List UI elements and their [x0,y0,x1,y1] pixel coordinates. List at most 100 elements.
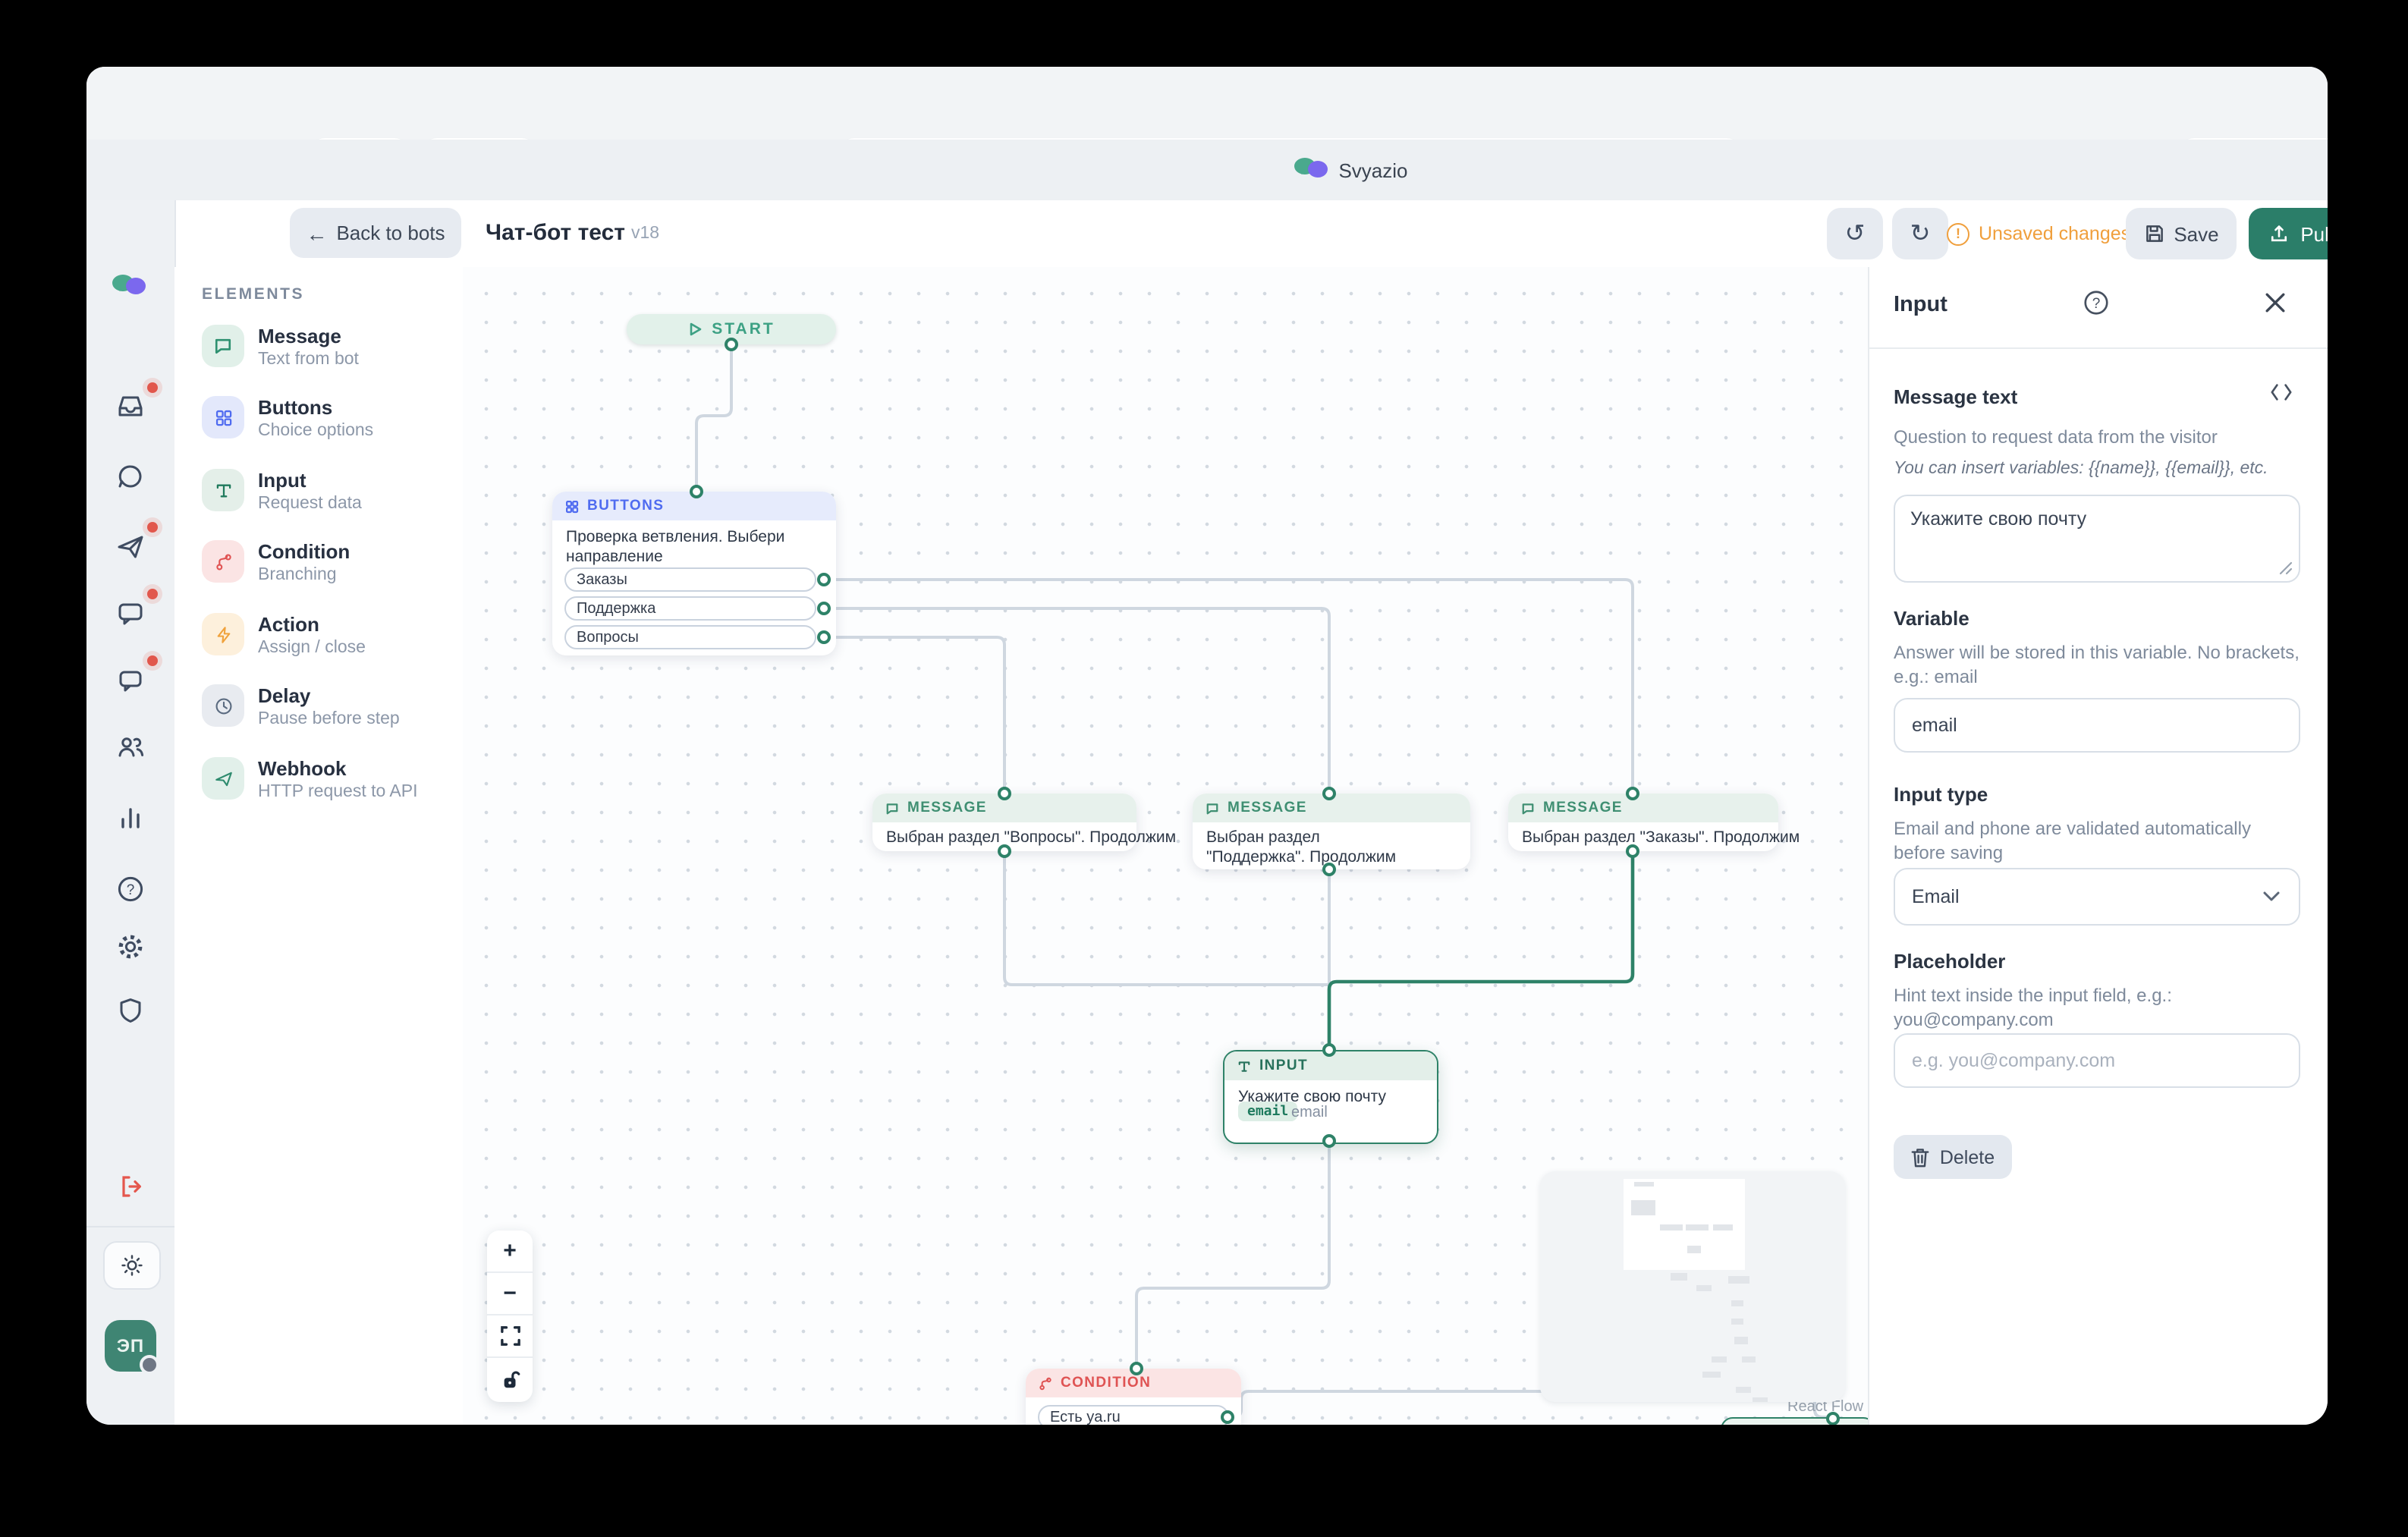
close-icon[interactable] [2258,285,2291,319]
node-handle[interactable] [817,573,831,586]
delete-label: Delete [1940,1146,1995,1168]
sidebar-item-templates[interactable] [115,665,146,695]
variable-input[interactable] [1894,698,2300,753]
sidebar-item-help[interactable]: ? [115,874,146,904]
button-option[interactable]: Вопросы [564,625,816,649]
condition-option[interactable]: Есть ya.ru [1038,1405,1229,1425]
node-handle[interactable] [1626,787,1639,800]
node-handle[interactable] [1322,1134,1336,1148]
sidebar-item-inbox[interactable] [115,390,146,420]
condition-icon [202,540,244,583]
variable-name: email [1291,1105,1328,1121]
message-node-header: MESSAGE [1508,794,1778,822]
tab-title: Svyazio [1338,159,1407,181]
node-handle[interactable] [1626,844,1639,858]
placeholder-input[interactable] [1894,1033,2300,1088]
delete-button[interactable]: Delete [1894,1135,2012,1179]
element-condition[interactable]: Condition Branching [202,540,445,601]
message-node-podderzhka[interactable]: MESSAGE Выбран раздел "Поддержка". Продо… [1193,794,1470,869]
element-action[interactable]: Action Assign / close [202,613,445,674]
edge-zakazy-message [824,580,1633,794]
undo-icon: ↺ [1845,218,1866,249]
node-handle[interactable] [1322,863,1336,876]
message-node-zakazy[interactable]: MESSAGE Выбран раздел "Заказы". Продолжи… [1508,794,1778,851]
node-handle[interactable] [817,602,831,615]
element-input[interactable]: Input Request data [202,469,445,530]
publish-button[interactable]: Publish [2249,208,2328,259]
app-logo-icon[interactable] [112,275,146,299]
placeholder-help: Hint text inside the input field, e.g.: … [1894,983,2306,1032]
svg-text:?: ? [2092,295,2100,311]
message-node-voprosy[interactable]: MESSAGE Выбран раздел "Вопросы". Продолж… [872,794,1136,851]
message-text-textarea[interactable]: Укажите свою почту [1894,495,2300,583]
sidebar-item-security[interactable] [115,995,146,1026]
flow-canvas[interactable]: START BUTTONS Проверка ветвления. Выбери… [463,267,1868,1425]
broadcasts-badge [147,522,158,533]
edge-input-condition [1136,1141,1329,1369]
lock-button[interactable] [487,1358,533,1400]
resize-handle-icon[interactable] [2279,561,2293,575]
element-webhook[interactable]: Webhook HTTP request to API [202,757,445,818]
theme-toggle-button[interactable] [103,1241,161,1290]
elements-panel: ELEMENTS Message Text from bot Buttons C… [174,267,464,1425]
sidebar-item-contacts[interactable] [115,731,146,762]
element-delay[interactable]: Delay Pause before step [202,684,445,745]
help-icon[interactable]: ? [2079,285,2112,319]
condition-node[interactable]: CONDITION Есть ya.ru [1026,1369,1241,1425]
node-handle[interactable] [998,787,1011,800]
dialogs-badge [147,589,158,599]
input-node[interactable]: INPUT Укажите свою почту email email [1223,1050,1438,1144]
unsaved-changes-label: Unsaved changes [1979,223,2130,244]
back-to-bots-button[interactable]: ← Back to bots [290,208,461,258]
node-handle[interactable] [1221,1410,1234,1424]
sidebar-item-dialogs[interactable] [115,598,146,628]
offscreen-node[interactable] [1721,1417,1868,1425]
zoom-out-button[interactable]: − [487,1273,533,1315]
redo-button[interactable]: ↻ [1892,208,1948,259]
buttons-node[interactable]: BUTTONS Проверка ветвления. Выбери напра… [552,492,836,655]
bot-version-badge: v18 [631,225,659,243]
sidebar-item-broadcasts[interactable] [115,531,146,561]
svg-text:?: ? [127,882,135,898]
redo-icon: ↻ [1910,218,1931,249]
sidebar-item-settings[interactable] [115,932,146,962]
button-option[interactable]: Поддержка [564,596,816,621]
expand-sidebar-chevron[interactable]: › [120,1417,127,1425]
buttons-icon [564,498,580,514]
node-handle[interactable] [1322,1043,1336,1057]
element-buttons[interactable]: Buttons Choice options [202,396,445,457]
trash-icon [1911,1146,1931,1168]
avatar-initials: ЭП [117,1335,144,1356]
node-handle[interactable] [690,485,703,498]
element-message[interactable]: Message Text from bot [202,325,445,385]
sidebar-item-analytics[interactable] [115,803,146,833]
webhook-icon [202,757,244,800]
node-handle[interactable] [817,630,831,644]
variable-help: Answer will be stored in this variable. … [1894,640,2306,689]
save-button[interactable]: Save [2126,208,2237,259]
templates-badge [147,655,158,666]
minimap[interactable] [1540,1171,1845,1402]
browser-toolbar: ▾ ‹ › A ↻ [86,67,2328,141]
logout-icon[interactable] [115,1171,146,1202]
svyazio-logo-icon [1294,158,1328,182]
tab-svyazio[interactable]: Svyazio [86,140,2328,200]
variables-hint: You can insert variables: {{name}}, {{em… [1894,460,2268,478]
code-icon[interactable] [2270,382,2293,402]
user-avatar[interactable]: ЭП [105,1320,156,1372]
variable-badge: email [1238,1102,1297,1121]
zoom-in-button[interactable]: + [487,1231,533,1273]
node-handle[interactable] [1322,787,1336,800]
sidebar-item-chats[interactable] [115,461,146,492]
node-handle[interactable] [998,844,1011,858]
input-icon [202,469,244,511]
node-handle[interactable] [725,338,738,351]
fit-view-button[interactable] [487,1315,533,1358]
node-handle[interactable] [1130,1362,1143,1375]
input-type-select[interactable]: Email [1894,868,2300,926]
publish-label: Publish [2300,222,2328,245]
fit-view-icon [500,1326,520,1346]
button-option[interactable]: Заказы [564,567,816,592]
undo-button[interactable]: ↺ [1827,208,1883,259]
